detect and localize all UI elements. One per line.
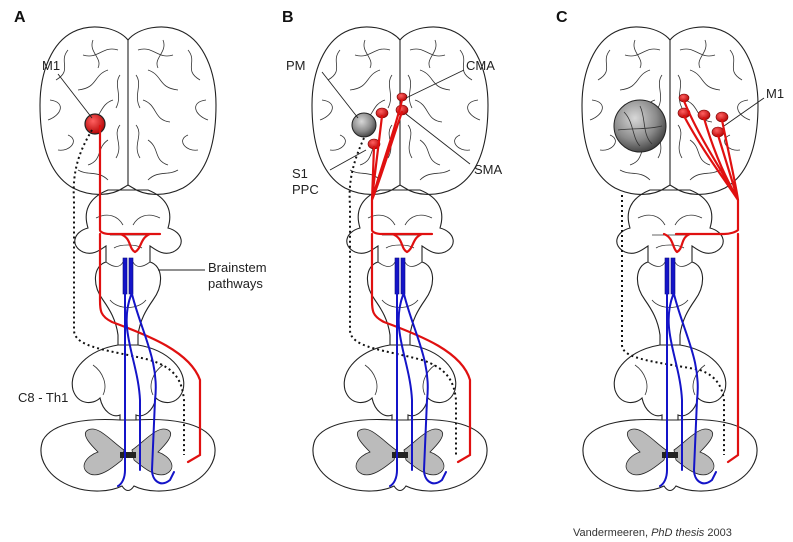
pm-pointer: [322, 72, 358, 118]
anatomy-c: [582, 27, 758, 491]
cma-pointer: [406, 70, 464, 98]
label-m1-a: M1: [42, 58, 60, 73]
credit-year: 2003: [704, 527, 732, 539]
label-pathways: pathways: [208, 276, 263, 291]
label-brainstem: Brainstem: [208, 260, 267, 275]
lesion-b: [352, 113, 376, 137]
m1-lesion-a: [85, 114, 105, 134]
label-pm: PM: [286, 58, 306, 73]
credit-title: PhD thesis: [651, 527, 705, 539]
lesion-c: [614, 100, 666, 152]
label-cma: CMA: [466, 58, 495, 73]
credit-line: Vandermeeren, PhD thesis 2003: [573, 527, 732, 539]
corticospinal-tract-a: [100, 126, 200, 462]
credit-author: Vandermeeren,: [573, 527, 651, 539]
panel-b: B PM CMA S1 PPC SMA: [282, 9, 503, 491]
m1-pointer-a: [58, 74, 92, 118]
panel-a: A M1 Brainstem pathways C8 - Th1: [14, 9, 267, 491]
label-m1-c: M1: [766, 86, 784, 101]
label-sma: SMA: [474, 162, 503, 177]
label-c8-th1: C8 - Th1: [18, 390, 68, 405]
panel-letter-b: B: [282, 9, 294, 26]
panel-c: C M1: [556, 9, 784, 491]
label-s1: S1: [292, 166, 308, 181]
panel-letter-a: A: [14, 9, 26, 26]
s1-pointer: [330, 150, 366, 170]
anatomy-a: [40, 27, 216, 491]
label-ppc: PPC: [292, 182, 319, 197]
panel-letter-c: C: [556, 9, 568, 26]
